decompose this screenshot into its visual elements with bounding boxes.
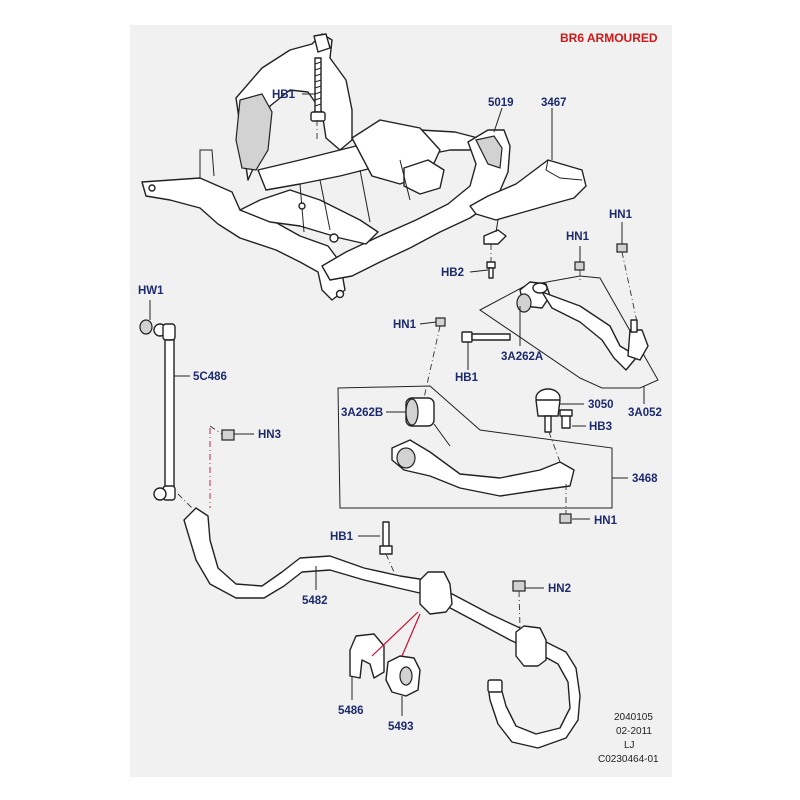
footer-line-4: C0230464-01 — [598, 754, 659, 765]
bolt-hb1-low — [379, 521, 393, 555]
footer-line-3: LJ — [624, 740, 635, 751]
bolt-hb2 — [486, 261, 496, 279]
diagram-title: BR6 ARMOURED — [560, 31, 658, 45]
bushing-5493 — [385, 655, 421, 697]
callout-3467: 3467 — [541, 97, 567, 109]
front-subframe — [141, 33, 511, 301]
callout-hn1-left: HN1 — [393, 319, 417, 331]
bush-clamp-5486 — [349, 571, 547, 679]
callout-5482: 5482 — [302, 595, 328, 607]
shield-plate-3467 — [469, 159, 587, 245]
callout-hn3: HN3 — [258, 429, 281, 441]
bolt-hb1-mid — [461, 331, 511, 343]
callout-hb1-top: HB1 — [272, 89, 296, 101]
footer-line-1: 2040105 — [614, 712, 653, 723]
callout-3050: 3050 — [588, 399, 614, 411]
callout-hb3: HB3 — [589, 421, 612, 433]
nut-hn3 — [221, 429, 235, 441]
callout-3a262b: 3A262B — [341, 407, 383, 419]
assembly-guide-lines — [177, 120, 638, 629]
callout-hn2: HN2 — [548, 583, 571, 595]
nut-hn1-mid — [574, 261, 585, 271]
stabilizer-bar-5482 — [183, 507, 581, 749]
bolt-hb3 — [559, 409, 573, 429]
ball-joint-3050 — [535, 388, 561, 433]
nut-hn2 — [512, 580, 526, 592]
callout-hn1-mid: HN1 — [566, 231, 590, 243]
callout-hb1-low: HB1 — [330, 531, 354, 543]
callout-3a262a: 3A262A — [501, 351, 543, 363]
red-pointer-lines — [371, 611, 421, 657]
callout-hb1-mid: HB1 — [455, 372, 479, 384]
drop-link-5c486 — [139, 319, 176, 501]
callout-hn1-right: HN1 — [609, 209, 633, 221]
callout-3468: 3468 — [632, 473, 658, 485]
nut-hn1-right — [616, 243, 628, 253]
callout-5019: 5019 — [488, 97, 514, 109]
callout-hn1-low: HN1 — [594, 515, 618, 527]
callout-5486: 5486 — [338, 705, 364, 717]
leader-lines — [149, 93, 645, 716]
assembly-box-3468 — [337, 385, 613, 509]
nut-hn1-left — [435, 317, 446, 327]
callout-3a052: 3A052 — [628, 407, 662, 419]
bolt-hb1-top — [310, 57, 326, 122]
nut-hn1-low — [559, 513, 572, 524]
assembly-box-3a052 — [479, 275, 659, 389]
callout-hw1: HW1 — [138, 285, 164, 297]
callout-5493: 5493 — [388, 721, 414, 733]
footer-line-2: 02-2011 — [616, 726, 652, 737]
callout-5c486: 5C486 — [193, 371, 227, 383]
callout-hb2: HB2 — [441, 267, 464, 279]
